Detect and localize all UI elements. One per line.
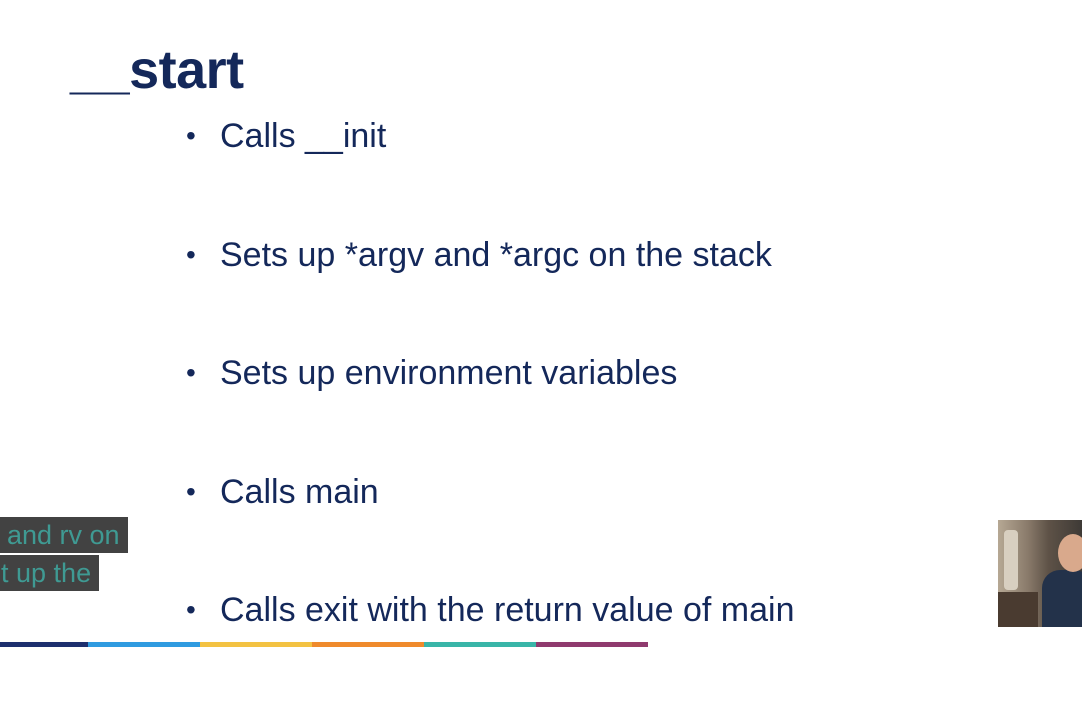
color-bar-segment	[424, 642, 536, 647]
bullet-text: Calls __init	[220, 117, 387, 155]
bullet-dot: •	[186, 594, 196, 625]
bullet-list: • Calls __init • Sets up *argv and *argc…	[186, 110, 794, 703]
bullet-item: • Sets up *argv and *argc on the stack	[186, 229, 794, 348]
closed-caption-line: et up the	[0, 555, 100, 591]
webcam-shelf	[998, 592, 1038, 627]
bullet-text: Sets up environment variables	[220, 354, 678, 392]
color-bar-segment	[0, 642, 88, 647]
bullet-item: • Calls main	[186, 466, 794, 585]
bullet-text: Calls exit with the return value of main	[220, 591, 795, 629]
webcam-lamp	[1004, 530, 1018, 590]
color-bar-segment	[200, 642, 312, 647]
bullet-text: Sets up *argv and *argc on the stack	[220, 235, 772, 274]
bullet-dot: •	[186, 475, 196, 507]
bullet-text: Calls main	[220, 472, 379, 511]
closed-caption-text: c and rv on	[0, 520, 120, 550]
bullet-item: • Calls exit with the return value of ma…	[186, 584, 794, 703]
closed-caption-text: et up the	[0, 558, 92, 588]
slide: __start • Calls __init • Sets up *argv a…	[0, 40, 795, 647]
bullet-dot: •	[186, 238, 196, 270]
slide-title: __start	[70, 40, 244, 100]
bullet-dot: •	[186, 357, 196, 388]
color-bar	[0, 642, 648, 647]
color-bar-segment	[312, 642, 424, 647]
bullet-item: • Calls __init	[186, 110, 794, 229]
webcam-presenter-body	[1042, 570, 1082, 627]
bullet-item: • Sets up environment variables	[186, 347, 794, 466]
webcam-overlay	[998, 520, 1082, 627]
webcam-presenter-head	[1058, 534, 1082, 572]
color-bar-segment	[88, 642, 200, 647]
bullet-dot: •	[186, 120, 196, 151]
color-bar-segment	[536, 642, 648, 647]
closed-caption-line: c and rv on	[0, 517, 128, 553]
